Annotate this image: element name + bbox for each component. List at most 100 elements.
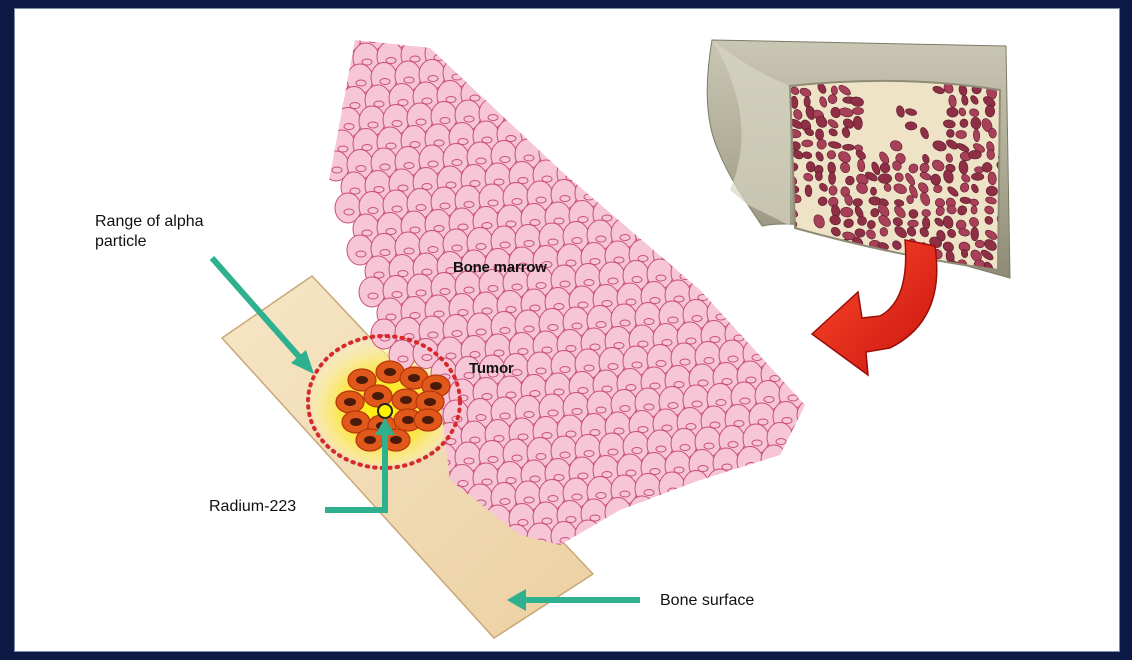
marrow-cell [695,256,721,286]
marrow-cell [635,132,661,162]
marrow-cell [563,136,589,166]
marrow-cell [737,532,763,562]
marrow-cell [773,316,799,346]
trabecula [851,247,864,262]
marrow-cell [305,46,331,76]
marrow-cell [815,0,841,22]
marrow-cell [941,306,967,336]
range-label: Range of alpha particle [95,212,255,252]
trabecula [853,259,862,272]
trabecula [804,260,818,269]
marrow-cell [311,24,337,54]
marrow-cell [665,109,691,139]
marrow-cell [785,358,811,388]
marrow-cell [605,498,631,528]
marrow-cell [881,438,907,468]
marrow-cell [893,480,919,510]
marrow-cell [875,373,901,403]
marrow-cell [809,528,835,558]
marrow-cell [713,277,739,307]
marrow-cell [929,349,955,379]
trabecula [867,263,879,275]
marrow-cell [791,507,817,537]
marrow-cell [845,483,871,513]
marrow-cell [683,556,709,586]
marrow-cell [491,55,517,85]
trabecula [853,199,862,207]
marrow-cell [803,292,829,322]
marrow-cell [593,541,619,571]
marrow-cell [1001,516,1027,546]
marrow-cell [923,541,949,571]
marrow-cell [563,51,589,81]
marrow-cell [617,112,643,142]
marrow-cell [917,564,943,594]
marrow-cell [701,235,727,265]
marrow-cell [953,348,979,378]
marrow-cell [851,375,877,405]
marrow-cell [869,567,895,597]
marrow-cell [467,57,493,87]
marrow-cell [833,13,859,43]
marrow-cell [815,505,841,535]
marrow-cell [677,493,703,523]
marrow-cell [773,487,799,517]
marrow-cell [785,444,811,474]
curved-arrow-icon [812,240,937,375]
marrow-cell [935,327,961,357]
marrow-cell [545,117,571,147]
trabecula [831,86,838,96]
marrow-cell [527,10,553,40]
marrow-cell [731,297,757,327]
marrow-cell [821,399,847,429]
marrow-cell [581,157,607,187]
marrow-cell [713,192,739,222]
marrow-cell [737,447,763,477]
marrow-cell [473,36,499,66]
marrow-cell [761,274,787,304]
marrow-cell [581,72,607,102]
marrow-cell [641,196,667,226]
marrow-cell [485,78,511,108]
marrow-cell [755,466,781,496]
marrow-cell [839,418,865,448]
marrow-cell [791,0,817,24]
marrow-cell [701,492,727,522]
radium-label: Radium-223 [209,497,296,517]
trabecula [885,260,893,273]
marrow-cell [773,573,799,603]
marrow-cell [809,271,835,301]
trabecula [830,248,843,262]
trabecula [971,206,977,214]
marrow-cell [677,237,703,267]
marrow-cell [905,351,931,381]
marrow-cell [899,372,925,402]
marrow-cell [797,400,823,430]
marrow-cell [479,13,505,43]
marrow-cell [737,276,763,306]
marrow-cell [899,543,925,573]
marrow-cell [905,436,931,466]
marrow-cell [311,109,337,139]
marrow-cell [599,91,625,121]
marrow-cell [755,295,781,325]
marrow-cell [941,562,967,592]
marrow-cell [857,268,883,298]
marrow-cell [827,376,853,406]
marrow-cell [575,93,601,123]
marrow-cell [863,417,889,447]
marrow-cell [611,561,637,591]
marrow-cell [671,1,697,31]
marrow-cell [743,253,769,283]
marrow-cell [995,537,1021,567]
marrow-cell [779,465,805,495]
marrow-cell [521,33,547,63]
marrow-cell [929,435,955,465]
marrow-cell [599,6,625,36]
trabecula [870,187,877,196]
marrow-cell [875,544,901,574]
trabecula [829,185,838,195]
marrow-cell [923,370,949,400]
marrow-cell [911,499,937,529]
marrow-cell [899,457,925,487]
